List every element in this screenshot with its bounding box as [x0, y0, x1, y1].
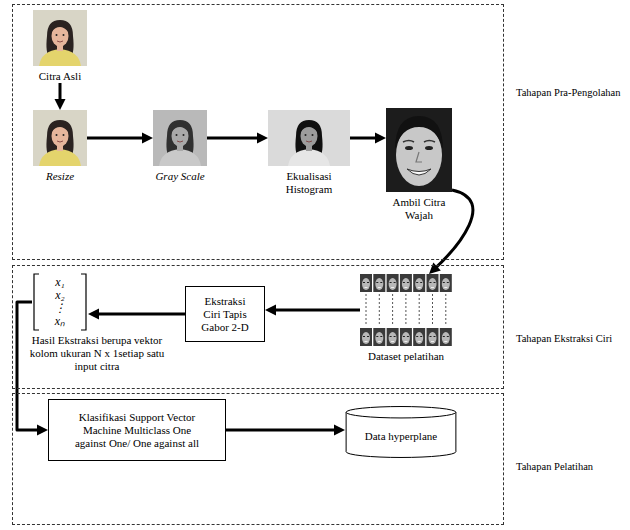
image-caption: Citra Asli — [27, 70, 93, 83]
face-crop — [386, 108, 452, 192]
flow-arrow — [207, 137, 260, 140]
cylinder-top — [346, 407, 456, 418]
image-slot — [360, 274, 452, 346]
flow-arrow — [226, 429, 337, 432]
equalized-photo — [282, 110, 336, 166]
image-node: Gray Scale — [153, 110, 207, 183]
flow-arrow — [17, 302, 40, 430]
image-node: Citra Asli — [33, 10, 87, 83]
vector-caption: Hasil Ekstraksi berupa vektor kolom ukur… — [22, 334, 172, 373]
image-slot — [386, 108, 452, 192]
stage-panel: Tahapan Ekstraksi CiriDataset pelatihanE… — [12, 265, 504, 389]
vector-entry: xₙ — [32, 315, 88, 328]
image-caption: Ambil Citra Wajah — [380, 196, 458, 222]
stage-panel: Tahapan PelatihanKlasifikasi Support Vec… — [12, 393, 504, 525]
cylinder-label: Data hyperplane — [365, 430, 437, 443]
cylinder-body — [346, 412, 456, 457]
image-slot — [33, 10, 87, 66]
arrow-head — [265, 305, 276, 316]
stage-heading: Tahapan Pelatihan — [516, 460, 624, 473]
image-node: Ambil Citra Wajah — [386, 108, 452, 222]
image-slot — [153, 110, 207, 166]
stage-panel: Tahapan Pra-PengolahanCitra AsliResizeGr… — [12, 4, 504, 260]
process-box: Ekstraksi Ciri Tapis Gabor 2-D — [185, 286, 265, 342]
image-node: Dataset pelatihan — [360, 274, 452, 363]
arrow-head — [375, 133, 386, 144]
arrow-head — [257, 133, 268, 144]
vector-entry: ⋮ — [32, 302, 88, 315]
feature-vector: x₁x₂⋮xₙHasil Ekstraksi berupa vektor kol… — [32, 274, 88, 330]
image-slot — [33, 110, 87, 166]
image-caption: Resize — [27, 170, 93, 183]
histogram-photo-ground — [268, 110, 350, 166]
database-cylinder: Data hyperplane — [345, 406, 457, 458]
image-slot — [268, 110, 350, 166]
arrow-head — [334, 425, 345, 436]
stage-heading: Tahapan Ekstraksi Ciri — [516, 332, 624, 345]
vector-entry: x₁ — [32, 276, 88, 289]
image-caption: Ekualisasi Histogram — [262, 170, 356, 196]
resized-photo — [33, 110, 87, 166]
box-label: Ekstraksi Ciri Tapis Gabor 2-D — [196, 295, 254, 334]
vector-entry: x₂ — [32, 289, 88, 302]
image-caption: Dataset pelatihan — [354, 350, 458, 363]
vector-entries: x₁x₂⋮xₙ — [32, 274, 88, 328]
dataset-thumbnails — [360, 274, 452, 346]
flow-arrow — [96, 313, 185, 316]
original-photo — [33, 10, 87, 66]
arrow-head — [37, 425, 48, 436]
grayscale-photo — [153, 110, 207, 166]
flow-arrow — [350, 137, 378, 140]
process-box: Klasifikasi Support Vector Machine Multi… — [48, 399, 226, 461]
stage-heading: Tahapan Pra-Pengolahan — [516, 86, 624, 99]
box-label: Klasifikasi Support Vector Machine Multi… — [68, 411, 206, 450]
image-node: Resize — [33, 110, 87, 183]
flow-arrow — [87, 137, 145, 140]
arrow-head — [88, 309, 99, 320]
image-caption: Gray Scale — [147, 170, 213, 183]
arrow-head — [142, 133, 153, 144]
arrow-head — [55, 99, 66, 110]
flow-arrow — [273, 309, 360, 312]
image-node: Ekualisasi Histogram — [268, 110, 350, 196]
